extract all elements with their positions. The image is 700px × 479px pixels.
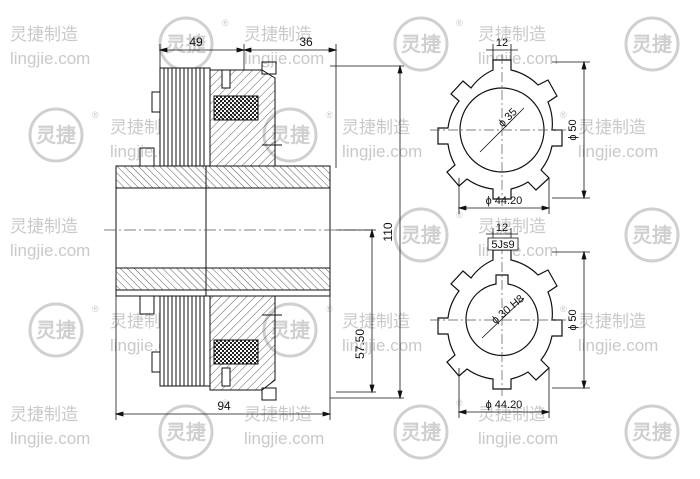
- friction-disc-stack-upper: [159, 67, 211, 169]
- dim-label-across-top: ɸ 44.20: [486, 195, 523, 207]
- watermark-brand-url: lingjie.com: [244, 429, 324, 448]
- watermark-registered: ®: [326, 110, 333, 120]
- watermark-seal: 灵捷: [624, 207, 680, 263]
- svg-text:灵捷: 灵捷: [401, 420, 442, 444]
- watermark-brand-cn: 灵捷制造: [342, 118, 410, 138]
- dimensions-side-view: [114, 44, 404, 420]
- watermark-registered: ®: [222, 398, 229, 408]
- svg-text:灵捷: 灵捷: [401, 32, 442, 56]
- dim-label-outer-top: ɸ 50: [567, 119, 579, 140]
- watermark-seal: 灵捷: [393, 404, 449, 460]
- watermark-brand-url: lingjie.com: [10, 429, 90, 448]
- watermark-seal: 灵捷: [624, 404, 680, 460]
- dim-label-across-bottom: ɸ 44.20: [486, 399, 523, 411]
- hub-view-top: [437, 59, 563, 200]
- dim-label-94: 94: [217, 399, 231, 413]
- watermark-seal: 灵捷: [393, 16, 449, 72]
- watermark-brand-cn: 灵捷制造: [244, 405, 312, 425]
- watermark-brand-cn: 灵捷制造: [10, 217, 78, 237]
- pin-lower: [221, 367, 231, 387]
- svg-text:灵捷: 灵捷: [401, 223, 442, 247]
- watermark-brand-url: lingjie.com: [10, 49, 90, 68]
- hub-top-dimensions: [457, 44, 590, 214]
- watermark-brand-cn: 灵捷制造: [10, 25, 78, 45]
- watermark-brand-cn: 灵捷制造: [10, 405, 78, 425]
- watermark-brand-url: lingjie.com: [478, 49, 558, 68]
- dim-label-outer-bottom: ɸ 50: [567, 309, 579, 330]
- dim-label-key-width-top: 12: [496, 37, 508, 49]
- hub-bottom-centerlines: [430, 244, 575, 396]
- watermark-seal: 灵捷: [158, 16, 214, 72]
- watermark-brand-url: lingjie.com: [578, 336, 658, 355]
- dim-label-36: 36: [299, 35, 313, 49]
- coil-lower: [213, 339, 259, 365]
- watermark-brand-cn: 灵捷制造: [478, 217, 546, 237]
- watermark-seal: 灵捷: [624, 16, 680, 72]
- dim-label-110: 110: [381, 222, 395, 241]
- watermark-registered: ®: [92, 304, 99, 314]
- svg-text:灵捷: 灵捷: [166, 32, 207, 56]
- watermark-brand-cn: 灵捷制造: [478, 405, 546, 425]
- watermark-brand-url: lingjie.com: [244, 49, 324, 68]
- svg-text:灵捷: 灵捷: [632, 420, 673, 444]
- svg-text:灵捷: 灵捷: [270, 123, 311, 147]
- watermark-brand-url: lingjie.com: [578, 142, 658, 161]
- watermark-brand-cn: 灵捷制造: [478, 25, 546, 45]
- watermark-brand-url: lingjie.com: [10, 241, 90, 260]
- watermark-seal: 灵捷: [158, 404, 214, 460]
- pin-upper: [221, 69, 231, 89]
- keyed-bore-bottom: [465, 274, 539, 357]
- svg-text:灵捷: 灵捷: [632, 32, 673, 56]
- dim-label-key-width-bottom: 12: [496, 222, 508, 234]
- watermark-registered: ®: [456, 398, 463, 408]
- watermark-brand-url: lingjie.com: [478, 429, 558, 448]
- hub-bottom-dimensions: [457, 228, 590, 418]
- svg-text:灵捷: 灵捷: [36, 123, 77, 147]
- watermark-registered: ®: [222, 18, 229, 28]
- hub-wall-upper: [115, 165, 331, 189]
- watermark-seal: 灵捷: [28, 302, 84, 358]
- watermark-brand-url: lingjie.com: [342, 336, 422, 355]
- watermark-brand-url: lingjie.com: [342, 142, 422, 161]
- bore-leader-bottom: [481, 297, 525, 339]
- watermark-registered: ®: [456, 210, 463, 220]
- watermark-brand-cn: 灵捷制造: [244, 25, 312, 45]
- watermark-brand-cn: 灵捷制造: [578, 312, 646, 332]
- collector-ring-upper: [261, 61, 277, 75]
- watermark-registered: ®: [326, 304, 333, 314]
- dim-label-57-50: 57.50: [353, 329, 367, 359]
- watermark-registered: ®: [92, 110, 99, 120]
- svg-text:灵捷: 灵捷: [36, 318, 77, 342]
- watermark-brand-cn: 灵捷制造: [342, 312, 410, 332]
- hub-view-bottom: [437, 249, 563, 390]
- bore: [115, 187, 331, 269]
- armature-plate: [151, 351, 161, 373]
- watermark-brand-cn: 灵捷制造: [578, 118, 646, 138]
- friction-disc-stack-lower: [159, 295, 211, 387]
- coil-upper: [213, 95, 259, 121]
- dim-label-49: 49: [189, 35, 203, 49]
- collector-ring-lower: [261, 387, 277, 401]
- dim-label-keyway: 5Js9: [491, 239, 514, 251]
- watermark-registered: ®: [560, 110, 567, 120]
- svg-text:灵捷: 灵捷: [166, 420, 207, 444]
- clutch-section-view: [115, 61, 331, 401]
- watermark-registered: ®: [456, 18, 463, 28]
- watermark-seal: 灵捷: [28, 107, 84, 163]
- armature-plate: [151, 91, 161, 113]
- svg-text:灵捷: 灵捷: [632, 223, 673, 247]
- hub-wall-lower: [115, 267, 331, 291]
- hub-top-centerlines: [430, 54, 575, 206]
- watermark-registered: ®: [560, 304, 567, 314]
- watermark-seal: 灵捷: [393, 207, 449, 263]
- svg-text:灵捷: 灵捷: [270, 318, 311, 342]
